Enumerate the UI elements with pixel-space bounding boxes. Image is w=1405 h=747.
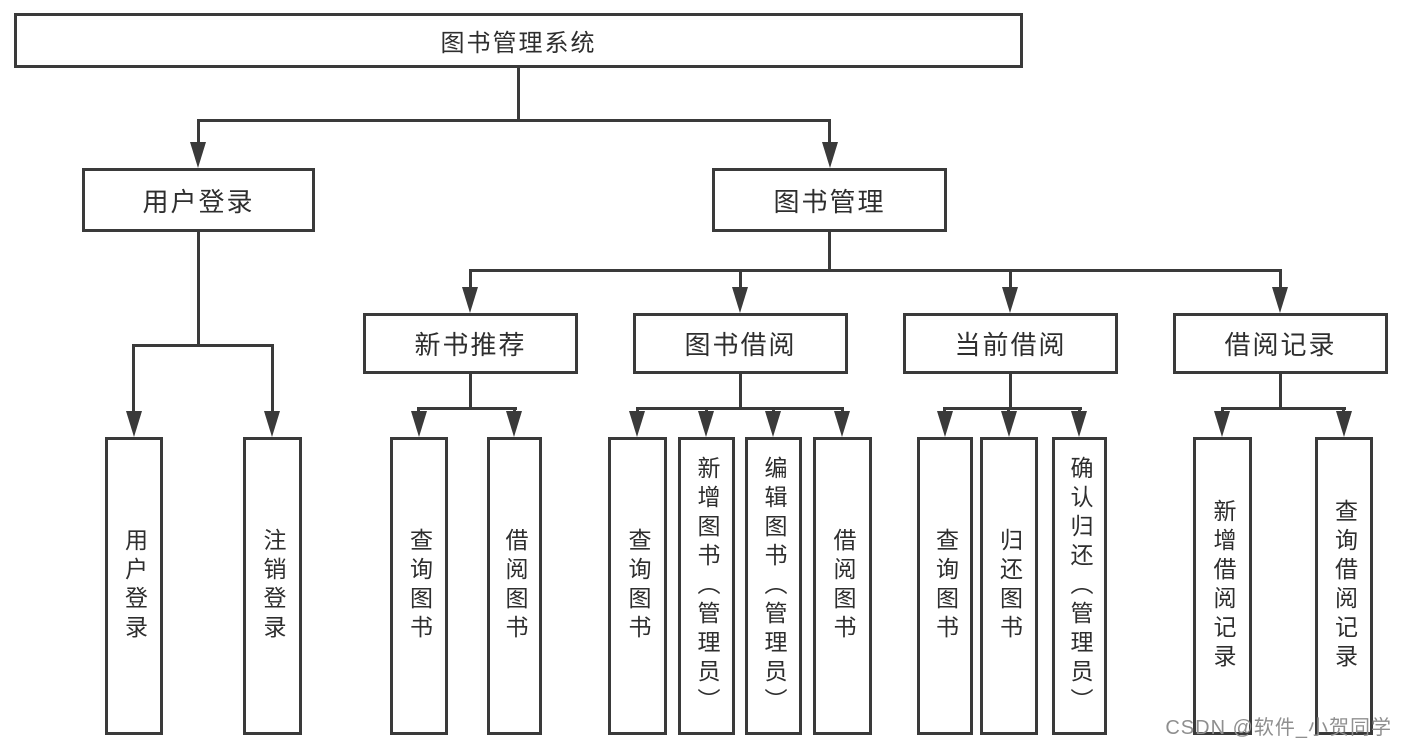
node-user-login: 用户登录 — [82, 168, 315, 232]
arrowhead-leaf-logout — [264, 411, 280, 437]
arrowhead-l5 — [629, 411, 645, 437]
arrowhead-book-mgmt — [822, 142, 838, 168]
leaf-query-books-borrow-label: 查询图书 — [625, 528, 651, 644]
arrowhead-l6 — [698, 411, 714, 437]
connector-stub-user-login — [197, 119, 200, 149]
connector-book-mgmt-down — [828, 232, 831, 272]
arrowhead-l11 — [1071, 411, 1087, 437]
root-node-label: 图书管理系统 — [440, 30, 597, 57]
connector-stub-records — [1279, 269, 1282, 291]
leaf-borrow-books-recommend-label: 借阅图书 — [502, 528, 528, 644]
node-book-borrow: 图书借阅 — [633, 313, 848, 374]
arrowhead-leaf-login — [126, 411, 142, 437]
leaf-query-books-recommend: 查询图书 — [390, 437, 448, 735]
connector-borrow-down — [739, 374, 742, 410]
leaf-add-borrow-record-label: 新增借阅记录 — [1210, 499, 1236, 673]
leaf-add-borrow-record: 新增借阅记录 — [1193, 437, 1252, 735]
node-borrow-records: 借阅记录 — [1173, 313, 1388, 374]
connector-current-down — [1009, 374, 1012, 410]
leaf-edit-books-admin-label: 编辑图书（管理员） — [761, 455, 787, 717]
leaf-query-books-borrow: 查询图书 — [608, 437, 667, 735]
connector-records-down — [1279, 374, 1282, 410]
leaf-query-books-current-label: 查询图书 — [932, 528, 959, 644]
connector-stub-borrow — [739, 269, 742, 291]
connector-root-down — [517, 68, 520, 122]
connector-stub-recommend — [469, 269, 472, 291]
leaf-return-books: 归还图书 — [980, 437, 1038, 735]
node-new-book-recommend-label: 新书推荐 — [414, 330, 527, 360]
arrowhead-l4 — [506, 411, 522, 437]
node-book-management-label: 图书管理 — [773, 186, 886, 217]
leaf-add-books-admin: 新增图书（管理员） — [678, 437, 735, 735]
leaf-confirm-return-admin-label: 确认归还（管理员） — [1067, 455, 1093, 717]
leaf-user-login: 用户登录 — [105, 437, 163, 735]
connector-recommend-down — [469, 374, 472, 410]
connector-stub-current — [1009, 269, 1012, 291]
node-book-borrow-label: 图书借阅 — [684, 330, 797, 360]
leaf-borrow-books-recommend: 借阅图书 — [487, 437, 542, 735]
connector-split-borrow — [636, 407, 844, 410]
leaf-query-books-recommend-label: 查询图书 — [406, 528, 433, 644]
connector-stub-book-mgmt — [828, 119, 831, 149]
arrowhead-l7 — [765, 411, 781, 437]
leaf-logout: 注销登录 — [243, 437, 302, 735]
node-borrow-records-label: 借阅记录 — [1224, 330, 1337, 360]
node-current-borrow: 当前借阅 — [903, 313, 1118, 374]
connector-stub-leaf-logout — [271, 344, 274, 414]
arrowhead-borrow — [732, 287, 748, 313]
arrowhead-l8 — [834, 411, 850, 437]
connector-split-records — [1221, 407, 1346, 410]
leaf-borrow-books: 借阅图书 — [813, 437, 872, 735]
arrowhead-l12 — [1214, 411, 1230, 437]
arrowhead-records — [1272, 287, 1288, 313]
leaf-confirm-return-admin: 确认归还（管理员） — [1052, 437, 1107, 735]
node-current-borrow-label: 当前借阅 — [954, 330, 1067, 360]
leaf-query-books-current: 查询图书 — [917, 437, 973, 735]
leaf-edit-books-admin: 编辑图书（管理员） — [745, 437, 802, 735]
leaf-query-borrow-record: 查询借阅记录 — [1315, 437, 1373, 735]
leaf-return-books-label: 归还图书 — [996, 528, 1023, 644]
connector-split-level3 — [469, 269, 1282, 272]
arrowhead-current — [1002, 287, 1018, 313]
arrowhead-recommend — [462, 287, 478, 313]
node-user-login-label: 用户登录 — [142, 186, 255, 217]
leaf-query-borrow-record-label: 查询借阅记录 — [1331, 499, 1358, 673]
connector-stub-leaf-login — [132, 344, 135, 414]
connector-split-recommend — [417, 407, 517, 410]
leaf-borrow-books-label: 借阅图书 — [830, 528, 856, 644]
arrowhead-l9 — [937, 411, 953, 437]
leaf-logout-label: 注销登录 — [260, 528, 286, 644]
arrowhead-l13 — [1336, 411, 1352, 437]
arrowhead-user-login — [190, 142, 206, 168]
root-node-library-system: 图书管理系统 — [14, 13, 1023, 68]
csdn-watermark: CSDN @软件_小贺同学 — [1165, 717, 1392, 739]
connector-split-current — [943, 407, 1082, 410]
node-new-book-recommend: 新书推荐 — [363, 313, 578, 374]
connector-split-level2 — [197, 119, 831, 122]
leaf-add-books-admin-label: 新增图书（管理员） — [694, 455, 720, 717]
arrowhead-l10 — [1001, 411, 1017, 437]
connector-split-user-login — [132, 344, 274, 347]
arrowhead-l3 — [411, 411, 427, 437]
node-book-management: 图书管理 — [712, 168, 947, 232]
connector-user-login-down — [197, 232, 200, 346]
leaf-user-login-label: 用户登录 — [121, 528, 148, 644]
